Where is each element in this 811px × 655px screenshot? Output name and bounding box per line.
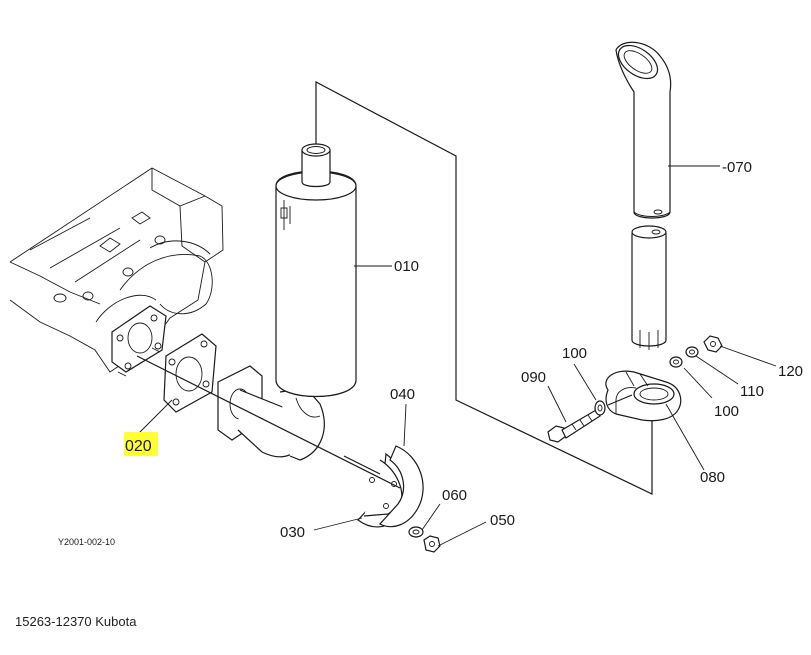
label-080: 080	[700, 469, 725, 486]
label-070: -070	[722, 159, 752, 176]
washer-100-left	[594, 400, 606, 416]
part-caption: 15263-12370 Kubota	[15, 614, 137, 629]
gasket-020	[163, 333, 217, 413]
label-100-left: 100	[562, 345, 587, 362]
reference-code: Y2001-002-10	[58, 537, 115, 547]
leader-lines	[137, 165, 777, 547]
bolt-090	[547, 409, 601, 443]
label-100-right: 100	[714, 403, 739, 420]
label-010: 010	[394, 258, 419, 275]
washer-100-right	[669, 356, 683, 368]
pipe-clamp-080	[605, 370, 682, 422]
tail-pipe-070	[615, 41, 672, 350]
muffler-010	[275, 143, 357, 418]
label-050: 050	[490, 512, 515, 529]
label-120: 120	[778, 363, 803, 380]
label-highlight-020	[124, 432, 158, 456]
nut-120	[703, 335, 723, 353]
assembly-lines	[136, 81, 653, 495]
nut-050	[423, 535, 441, 553]
label-060: 060	[442, 487, 467, 504]
label-020: 020	[125, 438, 152, 455]
clamp-band-040	[379, 445, 424, 528]
label-040: 040	[390, 386, 415, 403]
engine-block	[9, 167, 224, 377]
label-110: 110	[740, 383, 764, 400]
label-090: 090	[521, 369, 546, 386]
lock-washer-110	[685, 346, 699, 358]
washer-060	[408, 526, 424, 538]
muffler-elbow	[217, 365, 325, 461]
label-030: 030	[280, 524, 305, 541]
